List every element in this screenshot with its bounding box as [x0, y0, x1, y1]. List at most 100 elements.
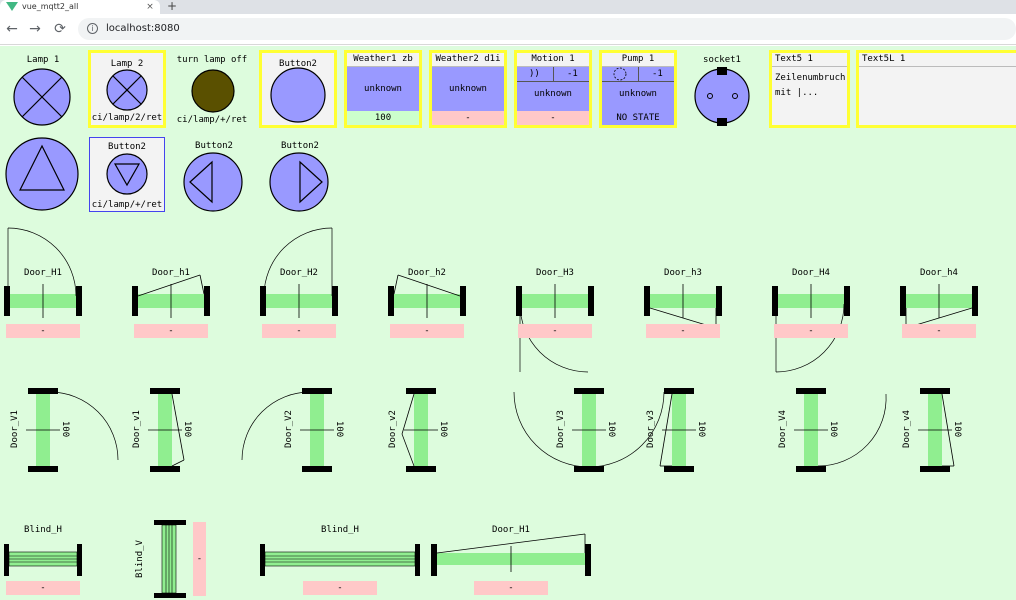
blind-h-icon[interactable] — [4, 522, 82, 600]
socket1-widget[interactable]: socket1 — [686, 52, 758, 128]
turn-lamp-off-widget[interactable]: turn lamp off ci/lamp/+/ret — [172, 52, 252, 128]
vue-logo-icon — [6, 2, 18, 11]
blind-h-wide-icon[interactable] — [260, 522, 420, 600]
door-h1-wide-icon[interactable] — [430, 522, 592, 600]
left-arrow-button-icon[interactable] — [178, 140, 250, 212]
door-v-label: Door_v3 — [646, 410, 656, 448]
text5-content: Zeilenumbruch mit |... — [775, 73, 846, 98]
forward-icon[interactable]: → — [29, 21, 41, 37]
blind-h-wide-label: Blind_H — [321, 525, 359, 535]
door-v-icon[interactable] — [241, 388, 380, 474]
door-v-label: Door_v2 — [388, 410, 398, 448]
door-h1-wide-widget[interactable]: Door_H1 - — [430, 522, 592, 600]
right-arrow-button-icon[interactable] — [264, 140, 336, 212]
round-button-icon[interactable] — [262, 53, 334, 125]
door-v-value: 100 — [334, 420, 344, 438]
lamp-icon[interactable] — [91, 53, 163, 125]
door-h-widget[interactable]: Door_h3- — [644, 222, 724, 382]
button-right-widget[interactable]: Button2 — [264, 140, 336, 212]
reload-icon[interactable]: ⟳ — [54, 21, 66, 37]
info-icon[interactable]: i — [87, 23, 98, 34]
lamp-1-label: Lamp 1 — [26, 55, 60, 65]
door-h-widget[interactable]: Door_H4- — [772, 222, 852, 382]
door-h-widget[interactable]: Door_h4- — [900, 222, 980, 382]
blind-v-status: - — [193, 522, 206, 596]
door-h-icon[interactable] — [132, 222, 212, 382]
address-bar[interactable]: i localhost:8080 — [78, 18, 1016, 40]
door-v-icon[interactable] — [388, 388, 508, 474]
door-h-icon[interactable] — [900, 222, 980, 382]
door-v-icon[interactable] — [132, 388, 252, 474]
door-h-label: Door_H4 — [792, 268, 830, 278]
weather2-label: Weather2 d1i — [432, 53, 504, 67]
url-text[interactable]: localhost:8080 — [106, 23, 180, 34]
tab-title: vue_mqtt2_all — [22, 2, 79, 11]
close-tab-icon[interactable]: × — [146, 2, 154, 12]
pump-state: NO STATE — [602, 111, 674, 125]
door-h-icon[interactable] — [516, 222, 596, 382]
motion-signal-icon: )) — [529, 69, 540, 79]
button-up-widget[interactable] — [4, 136, 82, 212]
door-h-icon[interactable] — [644, 222, 724, 382]
door-v-label: Door_V3 — [556, 410, 566, 448]
lamp-off-icon[interactable] — [172, 52, 252, 128]
socket-icon[interactable] — [686, 52, 758, 128]
door-v-icon[interactable] — [4, 388, 124, 474]
door-v-label: Door_V1 — [10, 410, 20, 448]
door-h-icon[interactable] — [260, 222, 340, 382]
door-h-icon[interactable] — [388, 222, 468, 382]
weather2-tile: Weather2 d1i unknown - — [429, 50, 507, 128]
door-v-icon[interactable] — [513, 388, 665, 474]
door-h-label: Door_H1 — [24, 268, 62, 278]
door-h-widget[interactable]: Door_h1- — [132, 222, 212, 382]
down-arrow-button-icon[interactable] — [90, 138, 166, 213]
door-h-label: Door_H2 — [280, 268, 318, 278]
button-left-label: Button2 — [195, 141, 233, 151]
button-left-widget[interactable]: Button2 — [178, 140, 250, 212]
door-h-status: - — [390, 324, 464, 338]
back-icon[interactable]: ← — [6, 21, 18, 37]
browser-tab[interactable]: vue_mqtt2_all × — [0, 0, 160, 14]
button2-down-topic: ci/lamp/+/ret — [91, 200, 163, 210]
door-h-icon[interactable] — [4, 222, 84, 382]
blind-v-icon[interactable] — [136, 516, 212, 600]
lamp-1-widget[interactable]: Lamp 1 — [8, 52, 78, 128]
page-content: Lamp 1 Lamp 2 ci/lamp/2/ret turn lamp of… — [0, 46, 1016, 600]
door-v-icon[interactable] — [644, 388, 764, 474]
door-h-icon[interactable] — [772, 222, 852, 382]
door-h-status: - — [518, 324, 592, 338]
weather1-status: unknown — [347, 67, 419, 112]
pump-count: -1 — [652, 69, 663, 79]
door-h-widget[interactable]: Door_H2 - — [260, 222, 340, 382]
blind-h-widget[interactable]: Blind_H - — [4, 522, 82, 600]
door-h-widget[interactable]: Door_H3- — [516, 222, 596, 382]
door-v-value: 100 — [182, 420, 192, 438]
motion-label: Motion 1 — [517, 53, 589, 67]
door-h-widget[interactable]: Door_H1- — [4, 222, 84, 382]
new-tab-button[interactable]: + — [166, 0, 178, 13]
door-v-icon[interactable] — [772, 388, 892, 474]
lamp-icon[interactable] — [8, 52, 78, 128]
up-arrow-button-icon[interactable] — [4, 136, 82, 212]
socket1-label: socket1 — [703, 55, 741, 65]
blind-v-widget[interactable]: Blind_V - — [135, 516, 212, 600]
lamp-2-tile[interactable]: Lamp 2 ci/lamp/2/ret — [88, 50, 166, 128]
door-v-icon[interactable] — [900, 388, 1016, 474]
weather2-status: unknown — [432, 67, 504, 112]
door-h-status: - — [262, 324, 336, 338]
blind-h-status: - — [6, 581, 80, 595]
button2-tile[interactable]: Button2 — [259, 50, 337, 128]
weather1-value: 100 — [347, 111, 419, 125]
button2-down-tile[interactable]: Button2 ci/lamp/+/ret — [89, 137, 165, 212]
blind-h-wide-widget[interactable]: Blind_H - — [260, 522, 420, 600]
button2-label: Button2 — [279, 59, 317, 69]
door-h-widget[interactable]: Door_h2- — [388, 222, 468, 382]
